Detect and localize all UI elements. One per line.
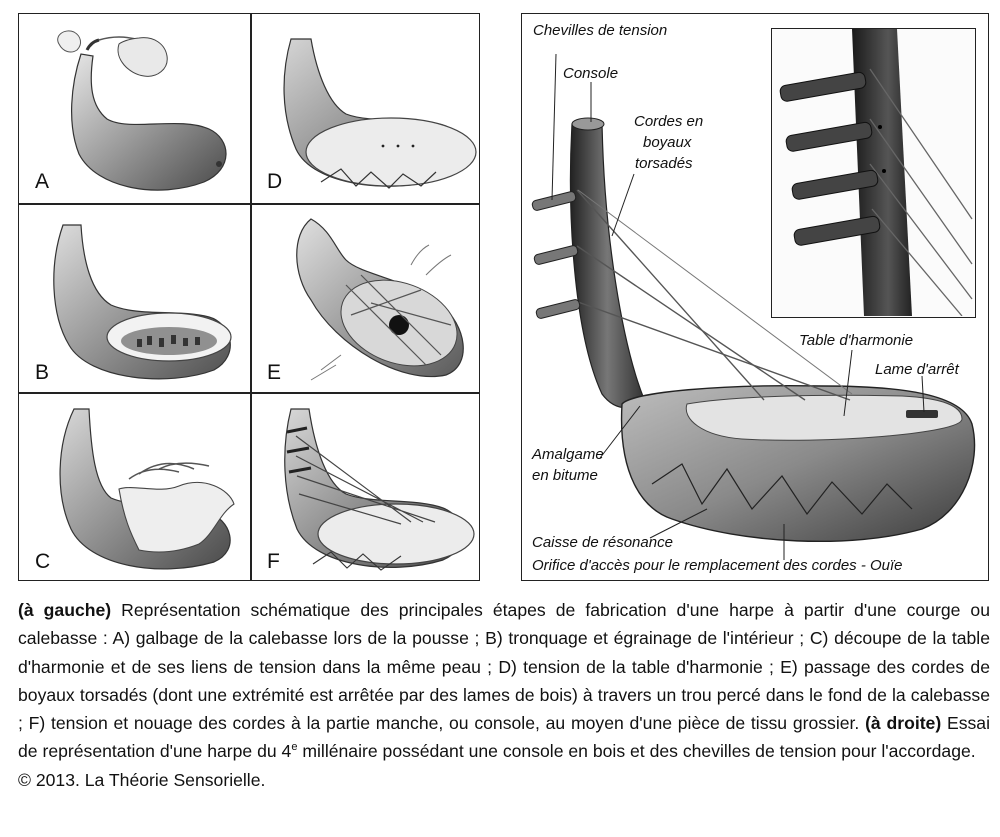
label-chevilles-de-tension: Chevilles de tension (533, 22, 668, 39)
panel-b: B (19, 205, 249, 393)
string-knotting-illustration (284, 408, 475, 571)
grid-divider-vertical (250, 14, 252, 580)
steps-grid: A D (18, 13, 480, 581)
label-orifice-ouie: Orifice d'accès pour le remplacement des… (532, 557, 903, 574)
harp-reconstruction-panel: Chevilles de tension Console Cordes en b… (521, 13, 989, 581)
caption-right-text: Essai de représentation d'une harpe du 4 (18, 713, 990, 762)
label-lame-arret: Lame d'arrêt (875, 361, 959, 378)
panel-label-c: C (35, 550, 51, 573)
label-cordes-line1: Cordes en (634, 113, 704, 130)
grid-divider-h2 (19, 392, 479, 394)
panel-a: A (19, 14, 249, 202)
caption-superscript: e (291, 741, 298, 754)
panel-d: D (251, 14, 481, 202)
label-amalgame-line2: en bitume (532, 467, 598, 484)
label-cordes-line3: torsadés (635, 155, 693, 172)
panel-label-a: A (35, 170, 50, 193)
string-passage-illustration (296, 218, 464, 381)
panel-c: C (19, 394, 249, 582)
gourd-cut-illustration (53, 224, 232, 380)
soundboard-tension-illustration (283, 38, 477, 189)
panel-label-d: D (267, 170, 283, 193)
panel-label-e: E (267, 361, 282, 384)
panel-f: F (251, 394, 481, 582)
panel-label-f: F (267, 550, 280, 573)
caption-copyright: © 2013. La Théorie Sensorielle. (18, 769, 266, 790)
panel-e: E (251, 205, 481, 393)
caption-left-heading: (à gauche) (18, 600, 112, 620)
label-caisse-resonance: Caisse de résonance (532, 534, 673, 551)
grid-divider-h1 (19, 203, 479, 205)
gourd-growing-illustration (57, 30, 227, 191)
harp-illustration (531, 53, 976, 560)
label-table-harmonie: Table d'harmonie (799, 332, 914, 349)
label-cordes-line2: boyaux (643, 134, 692, 151)
peg-detail-inset (771, 28, 976, 318)
label-console: Console (563, 65, 619, 82)
label-amalgame-line1: Amalgame (532, 446, 604, 463)
caption-left-text: Représentation schématique des principal… (18, 600, 990, 734)
caption-right-heading: (à droite) (865, 713, 942, 734)
panel-label-b: B (35, 361, 50, 384)
peg-closeup-illustration (779, 29, 973, 316)
figure-caption: (à gauche) Représentation schématique de… (18, 596, 990, 794)
caption-right-text-end: millénaire possédant une console en bois… (297, 741, 976, 762)
skin-cutting-illustration (59, 408, 235, 570)
